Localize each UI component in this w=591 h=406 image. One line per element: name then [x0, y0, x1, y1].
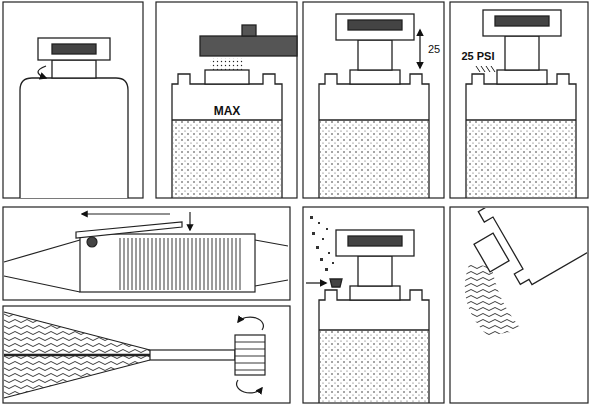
pressure-panel-part	[495, 16, 549, 26]
spray-gun-part	[189, 212, 190, 230]
fill-mark: MAX	[212, 104, 243, 118]
fill-panel	[172, 25, 297, 198]
spray-gun-part	[76, 222, 182, 238]
release-panel	[306, 216, 429, 403]
release-panel-part	[306, 282, 326, 283]
spray-nozzle-part	[4, 354, 150, 357]
pour-panel-part	[465, 262, 522, 336]
panel-frame-part	[156, 2, 297, 198]
pour-panel-part	[458, 208, 587, 300]
fill-panel-part	[172, 74, 282, 198]
pressure-panel-part	[497, 70, 547, 84]
spray-nozzle-part	[4, 312, 150, 398]
release-panel-part-part	[326, 228, 328, 230]
release-panel-part	[330, 279, 342, 287]
release-panel-part	[319, 290, 429, 403]
pressure-panel-part	[505, 36, 539, 70]
release-panel-part	[358, 256, 392, 286]
release-panel-part-part	[318, 222, 320, 224]
pump-panel-part	[348, 20, 402, 30]
bottle-cap-panel	[20, 38, 128, 198]
fill-panel-part	[173, 120, 281, 197]
spray-nozzle-part	[238, 317, 263, 330]
stroke-dimension: 25	[426, 43, 442, 56]
fill-panel-part	[210, 58, 244, 70]
release-panel-part	[348, 236, 402, 246]
pump-panel-part	[358, 40, 392, 70]
release-panel-part-part	[310, 216, 313, 219]
pressure-panel-part	[467, 120, 575, 197]
pump-panel-part	[319, 74, 429, 198]
release-panel-part-part	[332, 262, 334, 264]
pump-panel	[319, 14, 429, 198]
release-panel-part	[319, 329, 429, 330]
bottle-cap-panel-part	[52, 60, 96, 78]
release-panel-part-part	[312, 232, 315, 235]
pressure-panel	[466, 10, 576, 198]
panel-frame-part	[303, 2, 444, 198]
spray-nozzle-part	[237, 380, 262, 393]
bottle-cap-panel-part	[38, 66, 46, 78]
fill-panel-part	[242, 25, 256, 36]
pour-panel	[458, 208, 587, 336]
bottle-cap-panel-part	[20, 78, 128, 198]
spray-gun-part	[255, 240, 288, 286]
spray-gun-part	[120, 238, 240, 290]
spray-nozzle	[4, 312, 265, 398]
spray-nozzle-part	[235, 342, 265, 370]
release-panel-part	[350, 286, 400, 300]
fill-panel-part	[200, 36, 297, 56]
release-panel-part	[320, 330, 428, 402]
pressure-panel-part	[466, 74, 576, 198]
panel-frame-part	[450, 2, 588, 198]
spray-nozzle-part	[4, 312, 150, 398]
fill-panel-part	[172, 119, 282, 120]
spray-gun-part	[80, 234, 255, 292]
panel-frame-part	[3, 306, 290, 403]
pour-panel-part-part	[474, 233, 509, 272]
bottle-cap-panel-part	[38, 38, 110, 60]
spray-gun-part	[87, 237, 97, 247]
bottle-cap-panel-part	[52, 44, 96, 54]
release-panel-part-part	[316, 246, 319, 249]
pump-panel-part	[350, 70, 400, 84]
pressure-panel-part	[466, 119, 576, 120]
pressure-value: 25 PSI	[459, 50, 496, 63]
release-panel-part	[310, 216, 334, 271]
release-panel-part-part	[322, 238, 324, 240]
pump-panel-part	[336, 14, 414, 40]
spray-nozzle-part	[235, 335, 265, 375]
panel-frame-part	[3, 2, 143, 198]
panel-frame-part	[3, 207, 290, 300]
pump-panel-part	[419, 30, 420, 68]
spray-gun-part	[82, 213, 170, 214]
spray-gun-part	[4, 240, 80, 292]
panel-frame	[3, 2, 588, 403]
pressure-panel-part	[483, 10, 561, 36]
pressure-panel-part	[476, 66, 495, 72]
fill-panel-part	[205, 70, 249, 84]
release-panel-part-part	[325, 268, 328, 271]
panel-frame-part	[303, 207, 444, 403]
release-panel-part	[336, 230, 414, 256]
pump-panel-part	[320, 120, 428, 197]
spray-nozzle-part	[150, 350, 235, 360]
release-panel-part-part	[320, 258, 323, 261]
pump-panel-part	[319, 119, 429, 120]
spray-gun	[4, 212, 288, 292]
release-panel-part-part	[328, 252, 330, 254]
